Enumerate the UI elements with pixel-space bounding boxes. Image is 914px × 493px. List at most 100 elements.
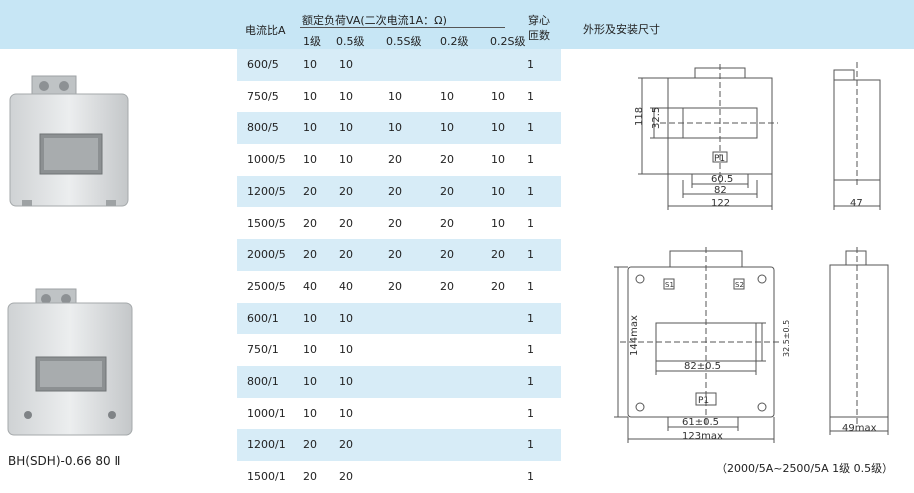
mark-s2: S2 — [735, 281, 744, 289]
class-1-cell: 10 — [303, 406, 317, 420]
ratio-cell: 2500/5 — [247, 279, 286, 293]
turns-cell: 1 — [527, 470, 534, 484]
class-02s-cell: 10 — [491, 184, 505, 198]
class-05s-cell: 20 — [388, 153, 402, 167]
ratio-cell: 2000/5 — [247, 248, 286, 262]
mark-p1-top: P1 — [714, 154, 725, 164]
ratio-cell: 600/1 — [247, 311, 279, 325]
ratio-cell: 1200/1 — [247, 438, 286, 452]
turns-cell: 1 — [527, 121, 534, 135]
class-02-cell: 10 — [440, 89, 454, 103]
class-02-cell: 20 — [440, 153, 454, 167]
class-1-cell: 10 — [303, 58, 317, 71]
class-1-cell: 10 — [303, 121, 317, 135]
ratio-cell: 1200/5 — [247, 184, 286, 198]
class-1-cell: 20 — [303, 248, 317, 262]
dim-60-5: 60.5 — [711, 174, 733, 185]
class-1-cell: 40 — [303, 279, 317, 293]
ratio-cell: 1000/5 — [247, 153, 286, 167]
header-turns-2: 匝数 — [528, 29, 550, 42]
class-05s-cell: 10 — [388, 89, 402, 103]
dim-47: 47 — [850, 198, 863, 209]
turns-cell: 1 — [527, 343, 534, 357]
class-02s-cell: 10 — [491, 153, 505, 167]
product-photo-bottom — [7, 288, 133, 436]
class-05s-cell: 20 — [388, 184, 402, 198]
header-dims: 外形及安装尺寸 — [583, 23, 660, 36]
turns-cell: 1 — [527, 184, 534, 198]
class-05-cell: 10 — [339, 58, 353, 71]
class-02-cell: 10 — [440, 121, 454, 135]
dim-82-tol: 82±0.5 — [684, 361, 721, 372]
class-02-cell: 20 — [440, 184, 454, 198]
class-02-cell: 20 — [440, 216, 454, 230]
table-header-band — [0, 0, 914, 49]
class-05-cell: 10 — [339, 89, 353, 103]
class-05-cell: 10 — [339, 121, 353, 135]
class-05-cell: 20 — [339, 438, 353, 452]
ratio-cell: 800/1 — [247, 375, 279, 388]
class-02s-cell: 10 — [491, 121, 505, 135]
class-05s-cell: 20 — [388, 216, 402, 230]
class-02s-cell: 10 — [491, 216, 505, 230]
turns-cell: 1 — [527, 248, 534, 262]
product-caption: BH(SDH)-0.66 80 Ⅱ — [8, 454, 121, 468]
class-1-cell: 10 — [303, 89, 317, 103]
dim-118: 118 — [634, 107, 645, 126]
dim-82: 82 — [714, 185, 727, 196]
class-05s-cell: 20 — [388, 248, 402, 262]
header-burden: 额定负荷VA(二次电流1A：Ω) — [302, 14, 447, 27]
turns-cell: 1 — [527, 311, 534, 325]
class-05s-cell: 20 — [388, 279, 402, 293]
header-class-02: 0.2级 — [440, 35, 469, 48]
class-1-cell: 10 — [303, 311, 317, 325]
table-row: 1200/1 20 20 1 — [237, 429, 561, 462]
turns-cell: 1 — [527, 406, 534, 420]
turns-cell: 1 — [527, 58, 534, 71]
turns-cell: 1 — [527, 153, 534, 167]
turns-cell: 1 — [527, 279, 534, 293]
header-class-02s: 0.2S级 — [490, 35, 526, 48]
class-1-cell: 20 — [303, 216, 317, 230]
class-05s-cell: 10 — [388, 121, 402, 135]
class-05-cell: 20 — [339, 184, 353, 198]
ratio-cell: 800/5 — [247, 121, 279, 135]
class-02-cell: 20 — [440, 279, 454, 293]
class-05-cell: 20 — [339, 470, 353, 484]
class-02-cell: 20 — [440, 248, 454, 262]
turns-cell: 1 — [527, 89, 534, 103]
header-divider — [300, 27, 505, 28]
dim-32-5-tol: 32.5±0.5 — [782, 320, 791, 357]
class-1-cell: 10 — [303, 153, 317, 167]
class-05-cell: 10 — [339, 375, 353, 388]
header-turns-1: 穿心 — [528, 14, 550, 27]
product-photo-top — [9, 75, 129, 207]
header-ratio: 电流比A — [245, 24, 286, 37]
header-class-1: 1级 — [303, 35, 321, 48]
class-02s-cell: 10 — [491, 89, 505, 103]
table-row: 1200/5 20 20 20 20 10 1 — [237, 175, 561, 208]
ratio-cell: 1000/1 — [247, 406, 286, 420]
class-1-cell: 20 — [303, 184, 317, 198]
header-class-05: 0.5级 — [336, 35, 365, 48]
ratio-cell: 750/1 — [247, 343, 279, 357]
ratio-cell: 600/5 — [247, 58, 279, 71]
turns-cell: 1 — [527, 438, 534, 452]
class-05-cell: 10 — [339, 343, 353, 357]
dim-61-tol: 61±0.5 — [682, 417, 719, 428]
dimension-drawing-2: 144max 32.5±0.5 82±0.5 61±0.5 123max 49m… — [614, 247, 889, 443]
class-1-cell: 20 — [303, 470, 317, 484]
class-02s-cell: 20 — [491, 279, 505, 293]
dim-144max: 144max — [629, 315, 640, 356]
class-1-cell: 20 — [303, 438, 317, 452]
dim-49max: 49max — [842, 423, 877, 434]
dim-122: 122 — [711, 198, 730, 209]
